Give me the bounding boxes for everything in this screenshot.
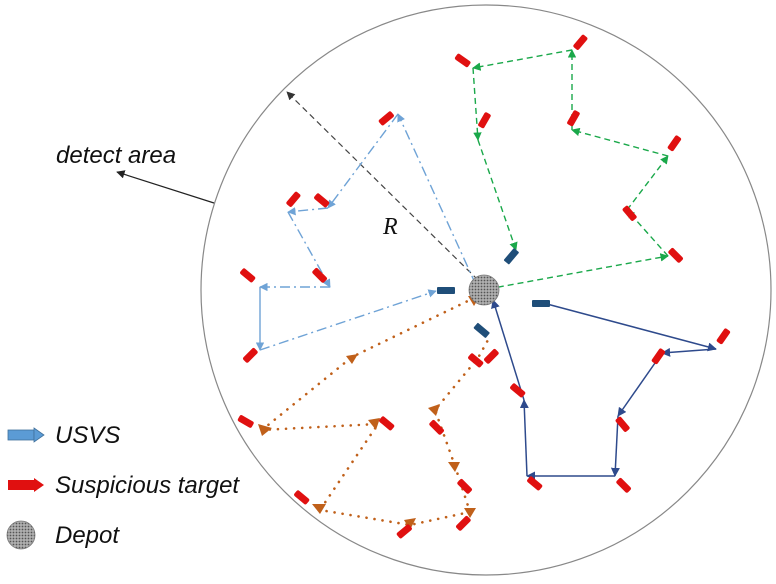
route-navy: [491, 299, 717, 481]
detect-area-circle: [200, 4, 772, 576]
route-green: [472, 49, 669, 290]
legend-usvs-label: USVS: [55, 422, 121, 449]
legend-target-icon: [8, 478, 44, 492]
detect-area-label: detect area: [56, 142, 177, 169]
route-orange-arrows: [258, 296, 480, 530]
detect-area-pointer: [116, 170, 215, 204]
legend-target-label: Suspicious target: [55, 472, 240, 499]
route-orange: [258, 296, 490, 527]
suspicious-targets: [237, 34, 731, 539]
legend-depot-label: Depot: [55, 522, 120, 549]
depot-marker: [468, 274, 500, 306]
radius-label: R: [383, 214, 398, 240]
legend-usvs-icon: [7, 427, 45, 443]
radius-line: [286, 91, 479, 281]
usv-markers: [437, 248, 550, 338]
legend-depot-icon: [6, 520, 36, 550]
route-light-blue: [255, 113, 477, 351]
